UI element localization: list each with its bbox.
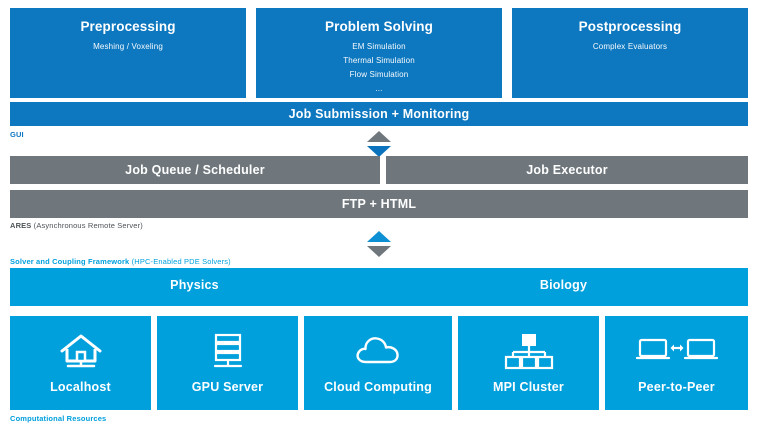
solver-caption-bold: Solver and Coupling Framework	[10, 257, 130, 266]
stage-item: EM Simulation	[352, 42, 406, 51]
connector-ares-to-solver	[367, 231, 391, 257]
job-executor-label: Job Executor	[526, 163, 608, 177]
stage-box-preprocessing: Preprocessing Meshing / Voxeling	[10, 8, 246, 98]
stage-items-postprocessing: Complex Evaluators	[593, 40, 667, 54]
solver-caption-light: (HPC-Enabled PDE Solvers)	[129, 257, 231, 266]
gui-caption: GUI	[10, 130, 24, 139]
stage-title-problem-solving: Problem Solving	[324, 19, 434, 34]
server-stack-icon	[206, 324, 250, 378]
stage-item: Thermal Simulation	[343, 56, 415, 65]
job-submission-monitoring-bar: Job Submission + Monitoring	[10, 102, 748, 126]
triangle-down-icon	[367, 146, 391, 157]
solver-caption: Solver and Coupling Framework (HPC-Enabl…	[10, 257, 231, 266]
triangle-up-icon	[367, 131, 391, 142]
stage-item: Meshing / Voxeling	[93, 42, 163, 51]
job-executor-bar: Job Executor	[386, 156, 748, 184]
stage-box-postprocessing: Postprocessing Complex Evaluators	[512, 8, 748, 98]
stage-title-postprocessing: Postprocessing	[578, 19, 682, 34]
stage-item-ellipsis: ...	[375, 84, 383, 93]
job-queue-scheduler-bar: Job Queue / Scheduler	[10, 156, 380, 184]
stage-item: Flow Simulation	[349, 70, 409, 79]
triangle-down-icon	[367, 246, 391, 257]
ftp-html-bar: FTP + HTML	[10, 190, 748, 218]
ftp-html-label: FTP + HTML	[341, 197, 417, 211]
solver-domain-physics: Physics	[10, 268, 379, 306]
job-queue-scheduler-label: Job Queue / Scheduler	[125, 163, 265, 177]
job-submission-monitoring-label: Job Submission + Monitoring	[288, 107, 470, 121]
ares-caption-light: (Asynchronous Remote Server)	[31, 221, 143, 230]
stage-items-problem-solving: EM Simulation Thermal Simulation Flow Si…	[343, 40, 415, 96]
solver-domain-label: Biology	[539, 278, 588, 292]
stage-item: Complex Evaluators	[592, 42, 668, 51]
cluster-tree-icon	[504, 324, 554, 378]
solver-domains-bar: Physics Biology	[10, 268, 748, 306]
resource-tile-localhost[interactable]: Localhost	[10, 316, 151, 410]
resource-tile-cloud-computing[interactable]: Cloud Computing	[304, 316, 452, 410]
resource-tile-label: Peer-to-Peer	[638, 380, 715, 394]
computational-resources-caption-text: Computational Resources	[10, 414, 107, 423]
resource-tile-mpi-cluster[interactable]: MPI Cluster	[458, 316, 599, 410]
stage-box-problem-solving: Problem Solving EM Simulation Thermal Si…	[256, 8, 502, 98]
solver-domain-label: Physics	[170, 278, 219, 292]
computational-resources-caption: Computational Resources	[10, 414, 106, 423]
gui-caption-text: GUI	[10, 130, 24, 139]
cloud-icon	[352, 324, 404, 378]
ares-caption: ARES (Asynchronous Remote Server)	[10, 221, 143, 230]
resource-tile-label: Cloud Computing	[324, 380, 432, 394]
resource-tile-label: Localhost	[50, 380, 111, 394]
triangle-up-icon	[367, 231, 391, 242]
connector-gui-to-ares	[367, 131, 391, 157]
stage-title-preprocessing: Preprocessing	[80, 19, 176, 34]
resource-tile-label: GPU Server	[191, 380, 264, 394]
solver-domain-biology: Biology	[379, 268, 748, 306]
resource-tile-peer-to-peer[interactable]: Peer-to-Peer	[605, 316, 748, 410]
resource-tile-gpu-server[interactable]: GPU Server	[157, 316, 298, 410]
resource-tile-label: MPI Cluster	[493, 380, 564, 394]
stage-items-preprocessing: Meshing / Voxeling	[93, 40, 163, 54]
ares-caption-bold: ARES	[10, 221, 32, 230]
house-icon	[58, 324, 104, 378]
two-laptops-icon	[635, 324, 718, 378]
